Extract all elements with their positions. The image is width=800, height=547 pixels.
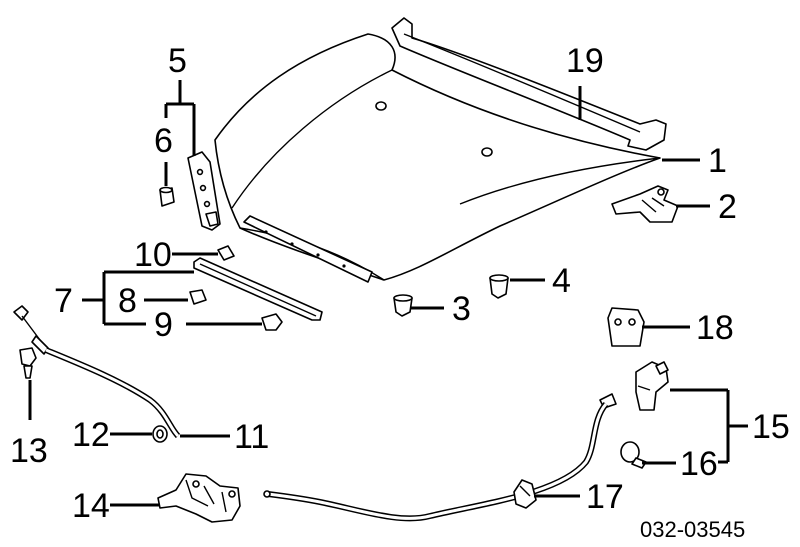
callout-4: 4 — [552, 262, 571, 300]
diagram-code: 032-03545 — [640, 517, 745, 542]
callout-labels: 1 2 3 4 5 6 7 8 9 10 11 12 13 14 15 16 1… — [10, 42, 790, 525]
callout-8: 8 — [118, 282, 137, 320]
leader-lines — [28, 80, 748, 507]
clip-10 — [217, 245, 235, 261]
callout-17: 17 — [586, 478, 624, 516]
hood-cushion-4 — [489, 274, 509, 299]
callout-14: 14 — [72, 487, 110, 525]
hood-front-molding — [193, 257, 323, 321]
hinge-bracket-5 — [187, 151, 221, 231]
bracket-plate-18 — [607, 307, 645, 347]
hood-release-cable — [13, 305, 181, 439]
release-cable-15 — [263, 402, 609, 522]
callout-15: 15 — [752, 408, 790, 446]
bolt-16 — [620, 441, 647, 469]
callout-9: 9 — [154, 306, 173, 344]
callout-1: 1 — [708, 142, 727, 180]
callout-16: 16 — [680, 445, 718, 483]
callout-3: 3 — [452, 290, 471, 328]
callout-11: 11 — [234, 418, 269, 456]
hood-latch — [157, 473, 241, 523]
hood-release-handle — [599, 361, 669, 411]
clip-9 — [261, 313, 283, 331]
callout-7: 7 — [54, 282, 73, 320]
callout-10: 10 — [134, 236, 172, 274]
callout-18: 18 — [696, 309, 734, 347]
clip-8 — [189, 289, 207, 305]
callout-5: 5 — [168, 42, 187, 80]
callout-13: 13 — [10, 432, 48, 470]
hood-hinge — [611, 185, 679, 223]
callout-12: 12 — [72, 416, 110, 454]
grommet-12 — [152, 425, 168, 443]
hood-seal-strip — [391, 17, 667, 151]
callout-19: 19 — [566, 42, 604, 80]
nut-6 — [159, 186, 175, 207]
callout-2: 2 — [718, 188, 737, 226]
hood-bumper-3 — [393, 294, 413, 317]
callout-6: 6 — [154, 122, 173, 160]
cable-clamp-17 — [513, 479, 537, 509]
hood-panel — [214, 33, 661, 283]
cable-clip-13 — [19, 347, 37, 379]
